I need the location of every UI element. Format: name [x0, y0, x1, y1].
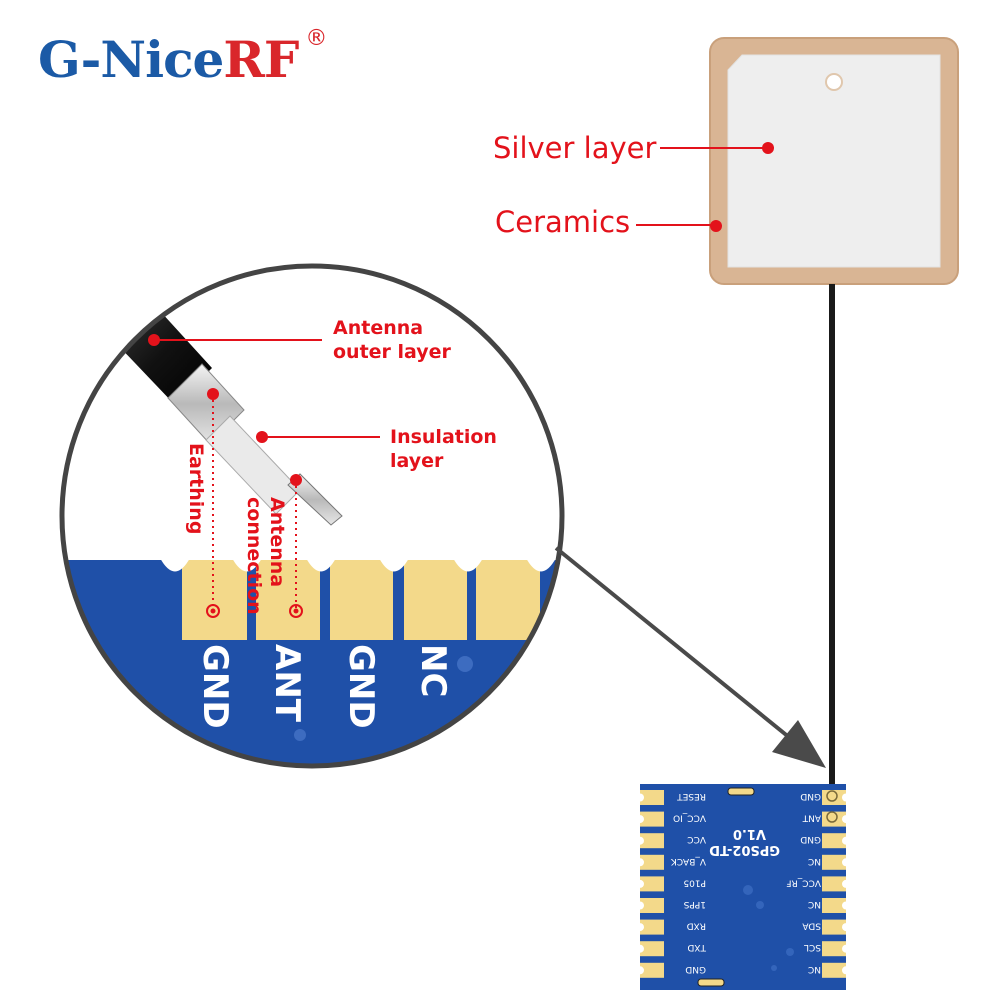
silver-layer — [727, 54, 941, 268]
module-pcb — [640, 784, 846, 990]
zoom-pad-label-gnd2: GND — [341, 644, 381, 729]
silver-layer-dot — [762, 142, 774, 154]
module-left-pin-label: V_BACK — [670, 856, 706, 866]
earthing-dot — [207, 388, 219, 400]
earthing-label: Earthing — [185, 443, 207, 534]
antenna-connection-label-line1: Antenna — [266, 497, 288, 587]
module-left-pad — [640, 962, 664, 978]
module-right-pin-label: VCC_RF — [786, 877, 821, 887]
outer-layer-label-line2: outer layer — [333, 341, 452, 363]
gnd-pad-marker — [206, 604, 220, 618]
ant-solder-point-top — [826, 790, 838, 802]
module-right-pad — [822, 833, 846, 849]
module-right-pad — [822, 854, 846, 870]
ant-pad-marker — [289, 604, 303, 618]
zoom-pointer-line — [554, 546, 792, 740]
module-right-pin-label: GND — [800, 834, 821, 844]
module-left-pin-label: RXD — [687, 921, 706, 931]
logo-text-gnice: G-Nice — [38, 30, 224, 89]
feed-point — [825, 73, 843, 91]
zoom-pad-label-ant: ANT — [267, 644, 307, 723]
ceramics-label: Ceramics — [495, 205, 630, 239]
castellation-notches — [160, 558, 556, 572]
module-left-pin-label: TXD — [687, 942, 707, 952]
module-left-pad — [640, 854, 664, 870]
module-right-pin-label: NC — [808, 856, 821, 866]
ant-solder-point-bottom — [826, 811, 838, 823]
silver-layer-label: Silver layer — [493, 131, 656, 165]
insulation-label-line2: layer — [390, 450, 444, 472]
registered-mark: ® — [305, 26, 327, 51]
module-right-pin-label: SCL — [804, 942, 821, 952]
module-left-pad — [640, 919, 664, 935]
module-right-pad — [822, 962, 846, 978]
module-left-pad — [640, 811, 664, 827]
module-right-pin-label: NC — [808, 899, 821, 909]
zoom-circle-border — [59, 263, 565, 769]
module-right-pin-label: NC — [808, 964, 821, 974]
module-right-pad — [822, 941, 846, 957]
module-left-pads: RESET VCC_IO VCC V_BACK P105 1PPS RXD TXD GND — [636, 790, 707, 978]
module-version: V1.0 — [733, 826, 766, 841]
module-left-pad — [640, 941, 664, 957]
zoom-pointer-arrowhead — [772, 720, 826, 768]
module-right-pad — [822, 898, 846, 913]
gps-module: RESET VCC_IO VCC V_BACK P105 1PPS RXD TXD GND GN… — [636, 784, 850, 990]
module-right-pin-label: SDA — [802, 921, 821, 931]
module-right-pad — [822, 876, 846, 892]
module-right-pin-label: GND — [800, 791, 821, 801]
ceramics-dot — [710, 220, 722, 232]
module-left-pin-label: GND — [685, 964, 706, 974]
zoom-pads — [182, 560, 540, 640]
conductor-dot — [290, 474, 302, 486]
module-left-pin-label: P105 — [683, 877, 706, 887]
zoom-pad-label-nc: NC — [413, 644, 453, 697]
module-vias — [743, 885, 794, 971]
insulation-label-line1: Insulation — [390, 426, 497, 448]
module-left-pad — [640, 898, 664, 913]
module-name: GPS02-TD — [709, 842, 780, 857]
module-bottom-slot — [697, 978, 725, 987]
outer-layer-label-line1: Antenna — [333, 317, 423, 339]
zoom-pad-label-gnd: GND — [195, 644, 235, 729]
module-left-pad — [640, 833, 664, 849]
module-right-pad — [822, 919, 846, 935]
patch-antenna — [709, 37, 959, 285]
zoom-view: GND ANT GND NC — [59, 263, 565, 769]
module-left-pin-label: VCC — [687, 834, 706, 844]
module-top-slot — [727, 787, 755, 796]
module-right-pin-label: ANT — [802, 813, 821, 823]
module-left-pin-label: RESET — [677, 791, 706, 801]
logo-text-rf: RF — [223, 30, 299, 89]
module-left-pad — [640, 790, 664, 805]
module-left-pin-label: VCC_IO — [673, 813, 706, 823]
module-left-pad — [640, 876, 664, 892]
module-left-pin-label: 1PPS — [683, 899, 706, 909]
antenna-connection-label-line2: connection — [243, 497, 265, 615]
brand-logo: G-NiceRF® — [38, 26, 327, 89]
